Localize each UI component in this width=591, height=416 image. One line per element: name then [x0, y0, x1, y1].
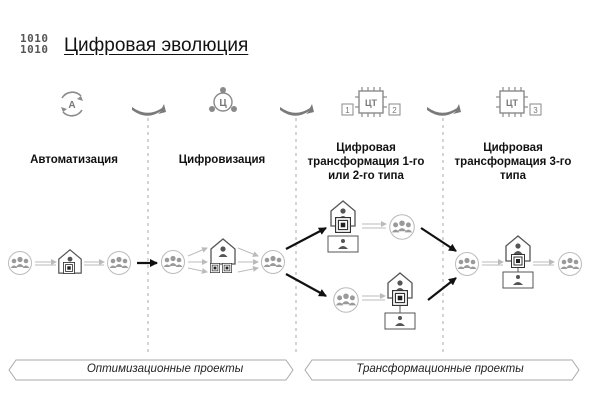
- people-icon: [161, 250, 185, 274]
- node-icon: [210, 263, 220, 273]
- icon-letter: ЦТ: [506, 98, 519, 108]
- dt12-upper-branch: [327, 200, 415, 253]
- chip-icon-1-2: ЦТ 1 2: [341, 87, 401, 117]
- platform-box: [327, 235, 359, 253]
- stage-label-digitization: Цифровизация: [178, 154, 266, 166]
- icon-letter: ЦТ: [365, 98, 378, 108]
- band-transformation: [304, 359, 580, 381]
- automation-flow: [8, 249, 131, 275]
- people-icon: [8, 251, 32, 275]
- chip-icon-3: ЦТ 3: [496, 87, 542, 117]
- chip-number: 1: [345, 106, 350, 115]
- people-icon: [107, 251, 131, 275]
- node-icon: [511, 254, 525, 268]
- chip-number: 3: [533, 106, 538, 115]
- platform-box: [384, 312, 416, 330]
- curved-arrow-2: [280, 104, 314, 116]
- node-icon: [392, 290, 408, 306]
- curved-arrow-3: [427, 104, 461, 116]
- band-optimization: [8, 359, 294, 381]
- icon-letter: А: [68, 100, 75, 111]
- stage-label-dt12: Цифровая трансформация 1-го или 2-го тип…: [307, 142, 425, 182]
- curved-arrow-1: [132, 104, 166, 116]
- icon-letter: Ц: [219, 98, 227, 109]
- platform-box: [502, 271, 534, 289]
- flow-arrow-converge-up: [420, 227, 457, 252]
- dt12-lower-branch: [333, 272, 416, 330]
- house-icon: [210, 238, 236, 265]
- flow-arrow-down: [285, 273, 327, 297]
- c-network-icon: Ц: [209, 87, 237, 112]
- digitization-flow: [161, 238, 285, 274]
- people-icon: [261, 250, 285, 274]
- chip-number: 2: [392, 106, 397, 115]
- people-icon: [558, 252, 582, 276]
- stage-label-dt3: Цифровая трансформация 3-го типа: [454, 142, 572, 182]
- a-cycle-icon: А: [61, 91, 83, 117]
- stage-transition-arrows: [132, 104, 461, 116]
- binary-logo-icon: 1010 1010: [20, 32, 49, 56]
- node-icon: [63, 262, 75, 274]
- node-icon: [335, 217, 351, 233]
- people-icon: [455, 252, 479, 276]
- dt3-flow: [455, 235, 582, 289]
- stage-dividers: [147, 118, 444, 355]
- node-icon: [222, 263, 232, 273]
- band-label-optimization: Оптимизационные проекты: [86, 363, 244, 375]
- flow-arrow-up: [285, 227, 327, 250]
- stage-label-automation: Автоматизация: [30, 154, 118, 166]
- band-label-transformation: Трансформационные проекты: [356, 363, 524, 375]
- people-icon: [333, 287, 359, 313]
- people-icon: [389, 214, 415, 240]
- page-title: Цифровая эволюция: [64, 35, 249, 56]
- flow-arrow-converge-down: [427, 277, 457, 301]
